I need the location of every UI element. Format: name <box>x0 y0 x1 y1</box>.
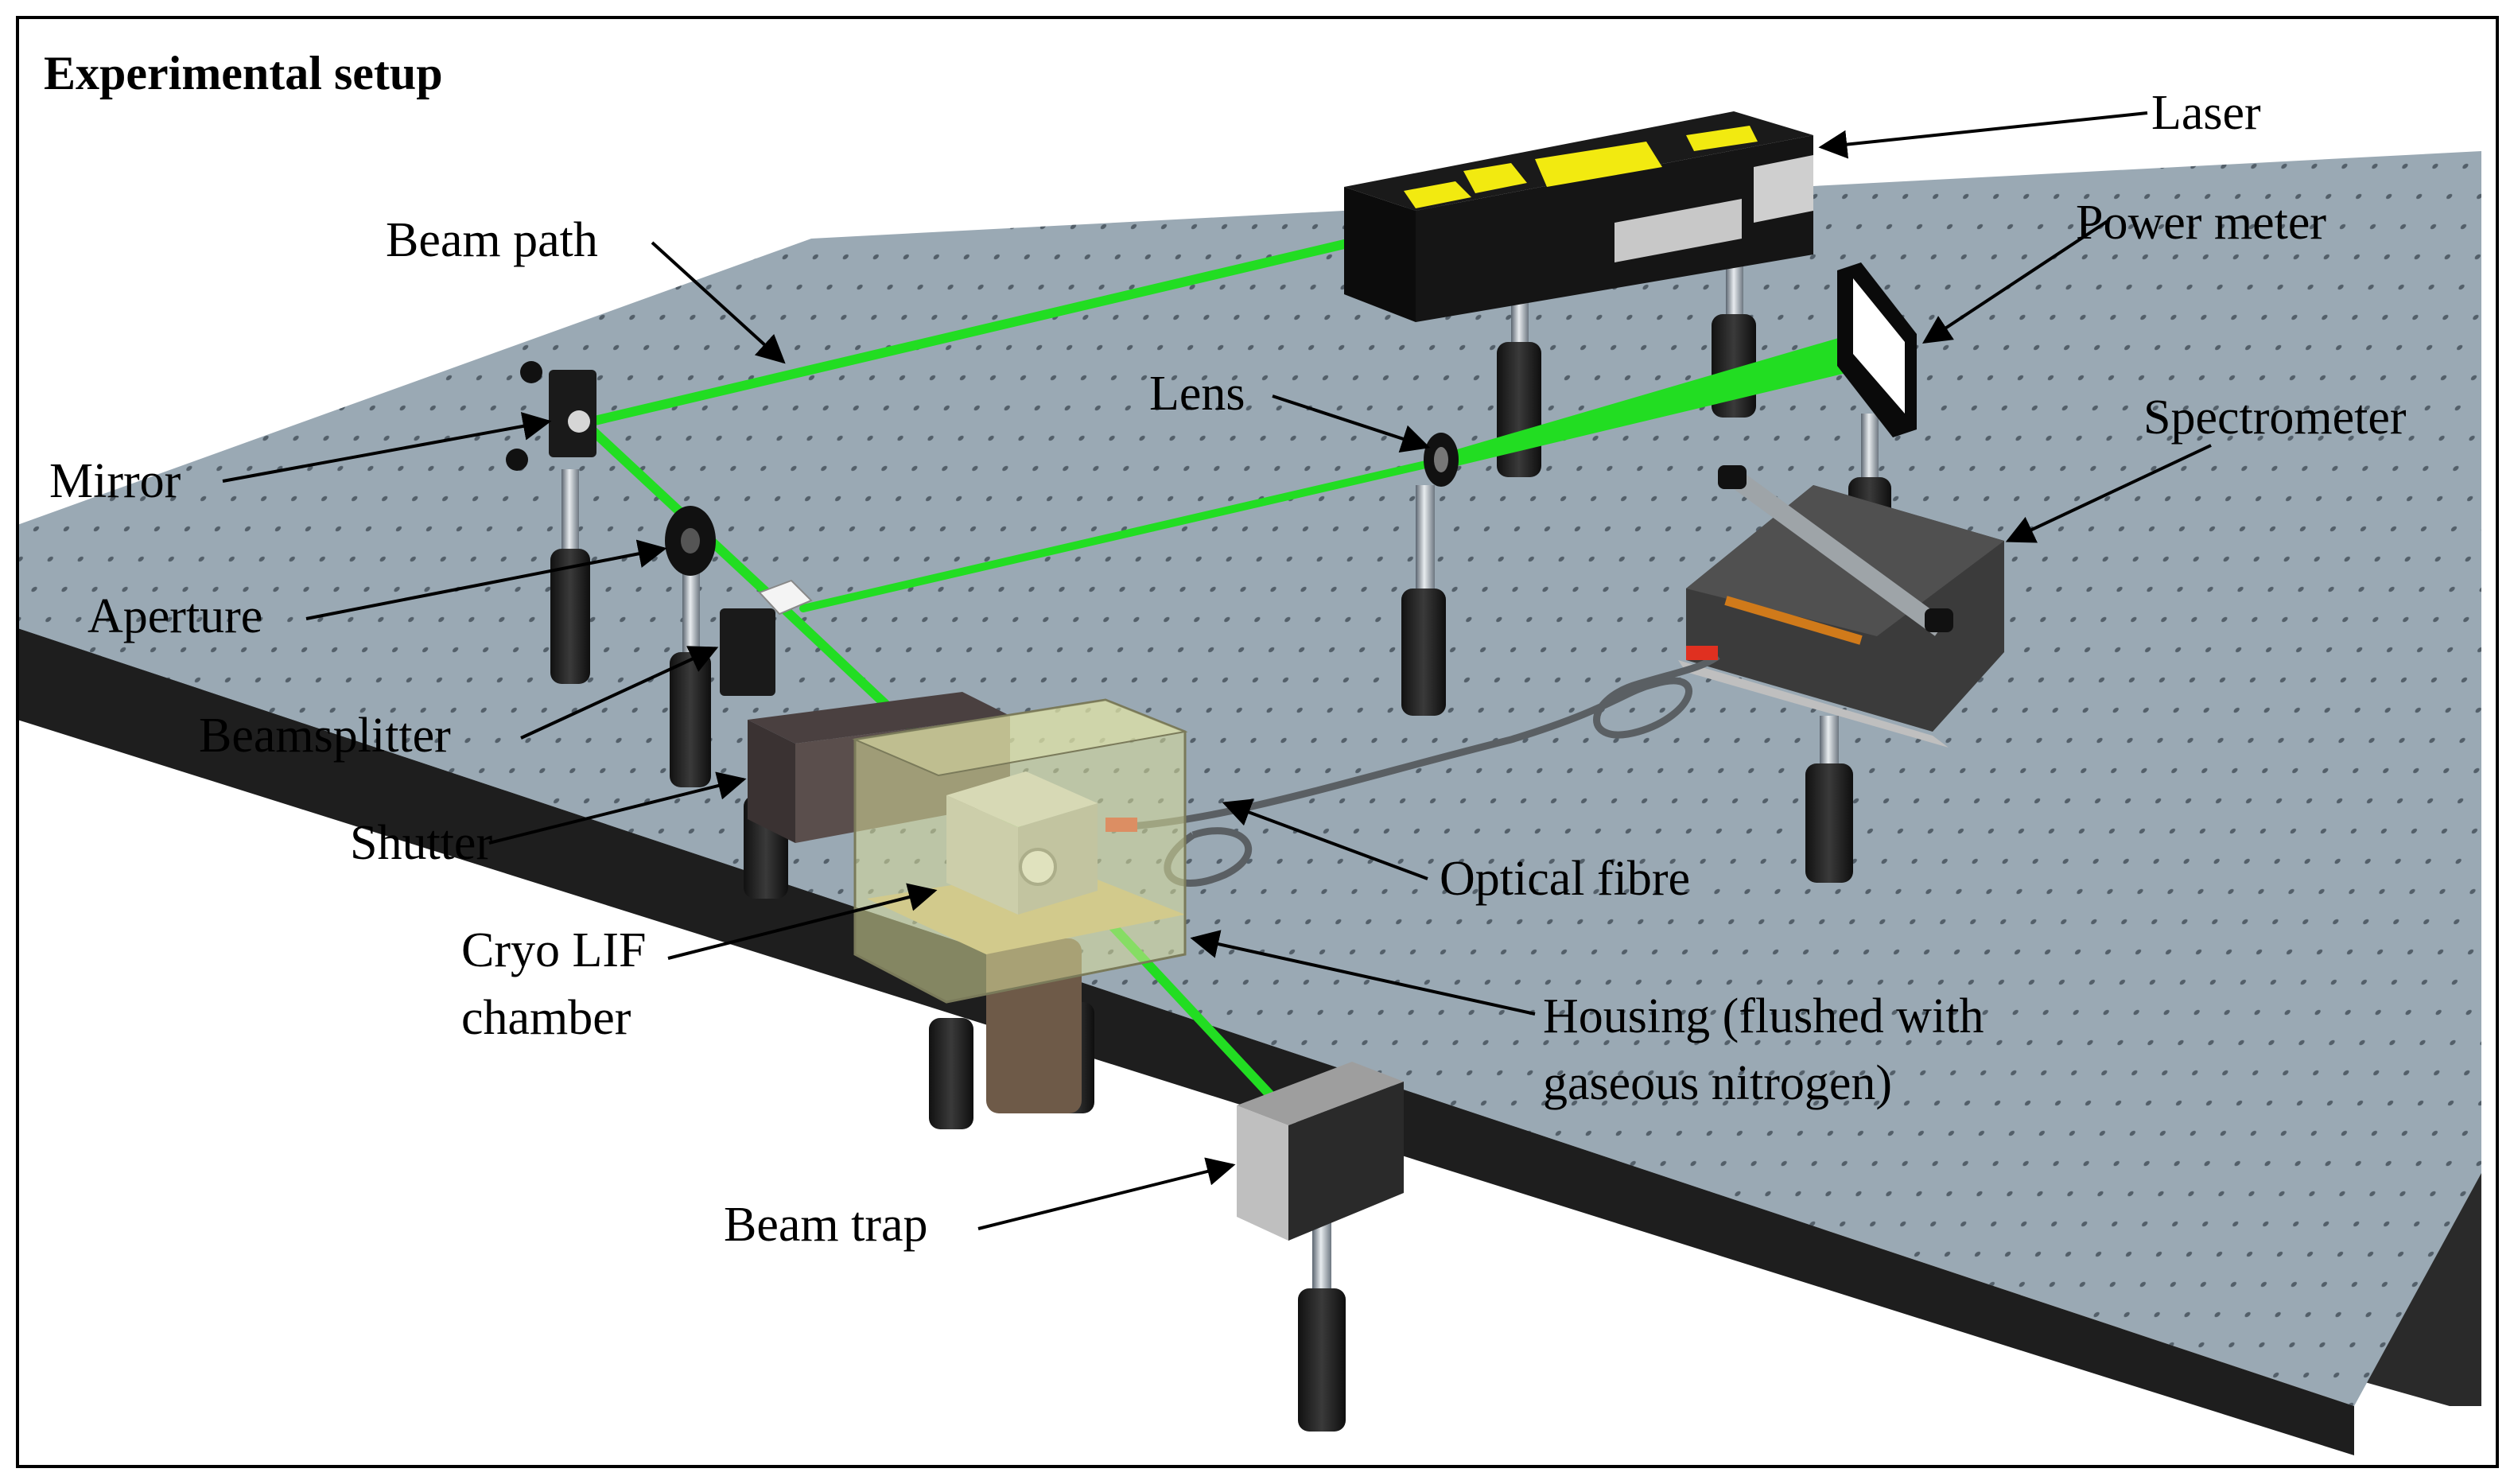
shutter-front <box>748 720 795 843</box>
arrow-aperture <box>305 539 667 620</box>
beam-trap-front <box>1237 1105 1288 1241</box>
aperture-post-base <box>670 652 711 787</box>
spectrometer-knob-1 <box>1718 465 1747 489</box>
lens-post-base <box>1401 589 1446 716</box>
arrow-beam-trap <box>977 1157 1236 1230</box>
arrow-spectrometer <box>2005 444 2212 543</box>
laser <box>1344 111 1813 322</box>
laser-end-plate <box>1754 155 1813 223</box>
leader-arrows <box>222 111 2212 1230</box>
spectrometer-plate <box>1678 660 1949 748</box>
label-spectrometer: Spectrometer <box>2143 390 2407 445</box>
laser-yellow-1 <box>1404 181 1471 208</box>
label-beam-path: Beam path <box>386 213 598 267</box>
aperture-mount <box>665 506 716 576</box>
arrow-beam-path <box>651 241 786 364</box>
label-beamsplitter: Beamsplitter <box>199 709 451 763</box>
shutter-top <box>748 692 1010 744</box>
beamsplitter-mount <box>720 579 813 696</box>
arrow-lens <box>1272 394 1431 453</box>
label-power-meter: Power meter <box>2076 196 2326 250</box>
spectrometer-bar <box>1727 469 1947 636</box>
spectrometer-knob-2 <box>1925 608 1953 632</box>
beam-beamsplitter-to-lens <box>799 457 1444 612</box>
lens-post <box>1416 485 1435 596</box>
cryo-chamber-and-housing <box>852 698 1188 1113</box>
lens-mount <box>1424 433 1459 487</box>
label-aperture: Aperture <box>87 589 262 643</box>
spectrometer-post-base <box>1805 763 1853 883</box>
beam-laser-to-mirror <box>580 234 1373 428</box>
mirror-knob-top <box>520 361 542 383</box>
arrow-cryo-chamber <box>667 883 938 960</box>
label-shutter: Shutter <box>350 816 492 870</box>
fibre-connector-spectrometer <box>1686 646 1718 660</box>
arrow-optical-fibre <box>1222 798 1428 880</box>
power-meter <box>1837 262 1917 437</box>
housing-top-face <box>852 698 1188 777</box>
laser-post-left-base <box>1497 342 1541 477</box>
label-cryo-line2: chamber <box>461 991 631 1045</box>
laser-yellow-2 <box>1463 163 1527 193</box>
mirror-face <box>568 410 590 433</box>
beam-trap-post-base <box>1298 1288 1346 1432</box>
arrow-laser <box>1818 111 2148 159</box>
label-housing-line2: gaseous nitrogen) <box>1543 1056 1892 1110</box>
arrow-housing <box>1190 930 1536 1016</box>
laser-yellow-4 <box>1686 126 1758 151</box>
figure-frame <box>16 16 2499 1468</box>
power-meter-face <box>1853 278 1905 414</box>
label-optical-fibre: Optical fibre <box>1440 852 1690 906</box>
aperture-iris <box>681 528 700 554</box>
laser-yellow-3 <box>1535 142 1662 187</box>
beamsplitter-holder <box>720 608 775 696</box>
component-labels: Laser Power meter Beam path Lens Spectro… <box>49 86 2407 1252</box>
laser-front <box>1344 187 1416 322</box>
laser-post-right <box>1726 262 1743 326</box>
label-beam-trap: Beam trap <box>724 1198 928 1252</box>
arrow-mirror <box>222 412 552 483</box>
beamsplitter-cube <box>758 579 813 616</box>
spectrometer <box>1678 465 2004 748</box>
laser-panel <box>1614 199 1742 262</box>
fibre-cable <box>1121 653 1720 831</box>
arrow-beamsplitter <box>520 646 719 740</box>
aperture-post <box>682 565 700 652</box>
label-laser: Laser <box>2151 86 2261 140</box>
beam-trap-top <box>1237 1062 1404 1125</box>
spectrometer-stripe <box>1724 596 1863 645</box>
arrow-shutter <box>488 771 747 845</box>
mirror-post-base <box>550 549 590 684</box>
arrow-power-meter <box>1921 219 2109 344</box>
label-mirror: Mirror <box>49 454 181 508</box>
chamber-post-base-left <box>929 1018 973 1129</box>
figure-title: Experimental setup <box>44 47 443 99</box>
label-cryo-line1: Cryo LIF <box>461 923 647 977</box>
mirror-mount <box>506 361 596 471</box>
beam-trap-fins <box>1288 1082 1404 1241</box>
lens-glass <box>1434 447 1448 472</box>
mirror-knob-bottom <box>506 449 528 471</box>
table-front-side <box>17 628 2354 1455</box>
beam-trap <box>1237 1062 1404 1241</box>
power-meter-post <box>1861 414 1879 493</box>
label-lens: Lens <box>1149 367 1245 421</box>
beam-cone-to-power-meter <box>1444 322 1893 469</box>
label-housing-line1: Housing (flushed with <box>1543 989 1984 1043</box>
mirror-post <box>561 469 579 557</box>
